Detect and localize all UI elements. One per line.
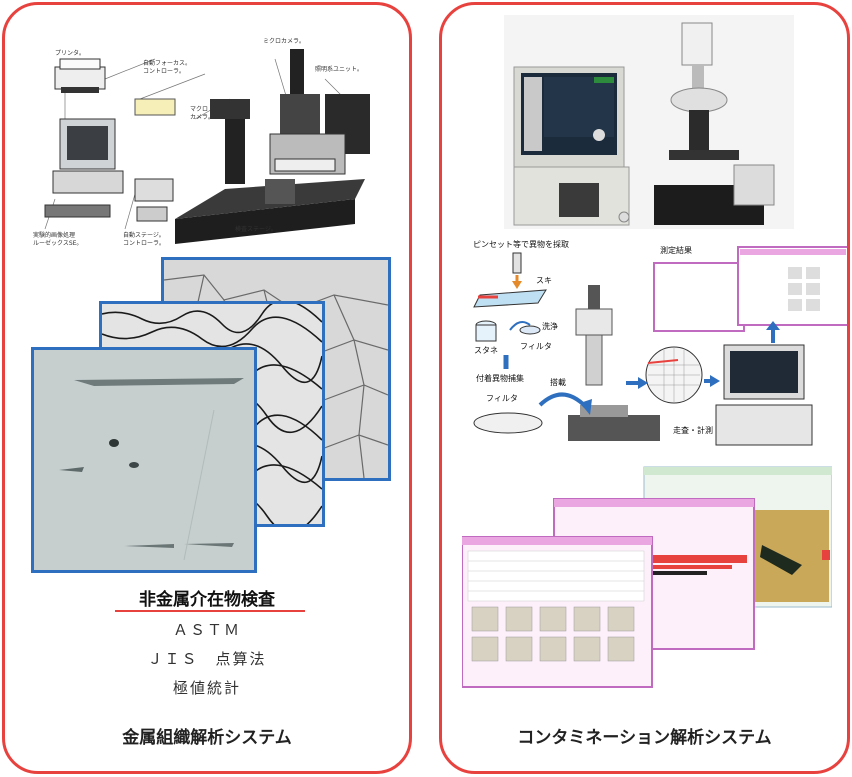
equipment-drawing: プリンタ。 自動フォーカス。 コントローラ。 ミクロカメラ。 照明系ユニット。 …: [33, 38, 370, 247]
metal-structure-panel: プリンタ。 自動フォーカス。 コントローラ。 ミクロカメラ。 照明系ユニット。 …: [2, 2, 412, 774]
contamination-flow-diagram: 測定結果 ピンセ: [468, 235, 847, 463]
contamination-panel: 測定結果 ピンセ: [439, 2, 850, 774]
label-particle-collection: 付着異物捕集: [476, 373, 524, 383]
contamination-caption: コンタミネーション解析システム: [517, 728, 772, 748]
analysis-software-screens: [461, 465, 833, 690]
monitor-icon: [513, 66, 625, 168]
method-astm: ＡＳＴＭ: [172, 621, 241, 639]
method-jis: ＪＩＳ 点算法: [147, 650, 267, 668]
label-stage: 検査ステージ。: [235, 225, 277, 233]
label-micro-camera: ミクロカメラ。: [263, 38, 305, 45]
microscope-stage-icon: [175, 49, 370, 244]
computer-icon: [44, 118, 124, 218]
label-printer: プリンタ。: [55, 49, 85, 57]
printer-icon: [54, 58, 106, 93]
contamination-equipment-photo: [504, 15, 794, 229]
svg-text:スタネ: スタネ: [474, 346, 498, 355]
micrograph-inclusions: [31, 347, 257, 573]
inspection-title: 非金属介在物検査: [139, 590, 275, 610]
svg-text:カメラ。: カメラ。: [190, 114, 214, 121]
svg-text:コントローラ。: コントローラ。: [123, 240, 165, 247]
label-filter: フィルタ: [486, 394, 518, 403]
svg-text:マクロ: マクロ: [190, 106, 208, 113]
svg-text:ルーゼックスSE。: ルーゼックスSE。: [33, 239, 82, 247]
svg-text:実験的画像処理: 実験的画像処理: [33, 231, 75, 239]
label-scan-measure: 走査・計測: [673, 425, 713, 435]
label-measurement-result: 測定結果: [660, 245, 692, 255]
svg-text:洗浄: 洗浄: [542, 321, 558, 331]
svg-text:自動フォーカス。: 自動フォーカス。: [143, 59, 191, 67]
svg-text:スキ: スキ: [536, 276, 552, 285]
label-objective-unit: 照明系ユニット。: [315, 65, 363, 73]
metal-structure-caption: 金属組織解析システム: [122, 728, 292, 748]
microscope-icon: [618, 22, 775, 225]
label-flow-head: ピンセット等で異物を採取: [473, 239, 569, 249]
title-underline: [115, 610, 305, 612]
method-extreme: 極値統計: [172, 679, 241, 697]
svg-text:自動ステージ。: 自動ステージ。: [123, 231, 165, 239]
label-mounting: 搭載: [550, 377, 566, 387]
metallography-equipment-illustration: プリンタ。 自動フォーカス。 コントローラ。 ミクロカメラ。 照明系ユニット。 …: [25, 19, 400, 259]
svg-text:コントローラ。: コントローラ。: [143, 68, 185, 75]
svg-text:フィルタ: フィルタ: [520, 342, 552, 351]
